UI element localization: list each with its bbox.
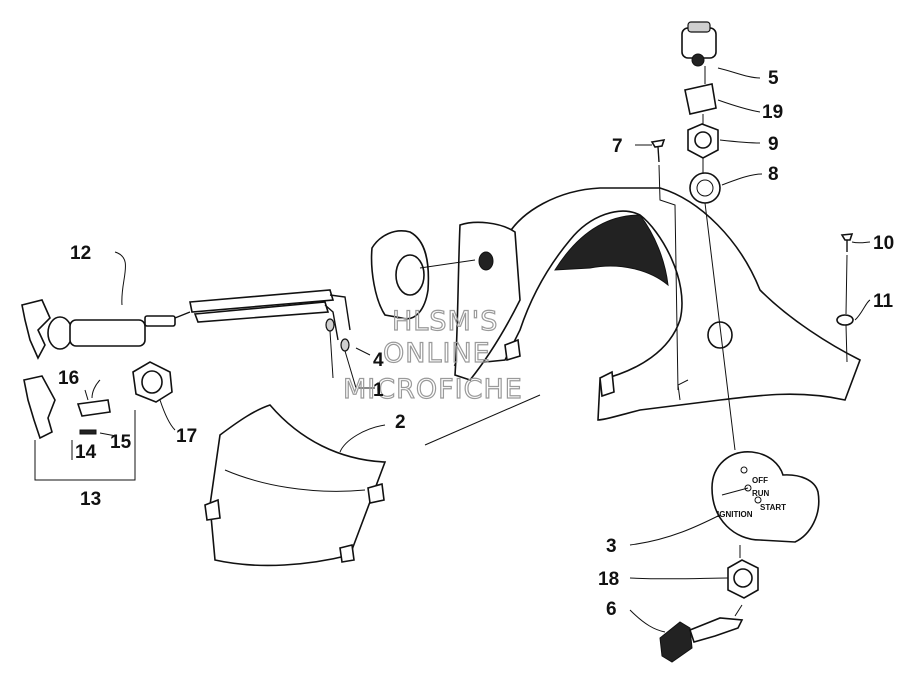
ignition-key	[659, 604, 744, 663]
callout-19: 19	[762, 102, 783, 123]
screw-7	[650, 138, 679, 391]
callout-6: 6	[606, 599, 617, 620]
ignition-seal-plate	[370, 230, 476, 320]
callout-17: 17	[176, 426, 197, 447]
callout-2: 2	[395, 412, 406, 433]
callout-labels: 5 19 9 8 7 10 11 12 4 1 2 16 17 15 14 13…	[58, 68, 894, 620]
lower-cover	[204, 404, 387, 567]
callout-5: 5	[768, 68, 779, 89]
leader-lines	[91, 67, 871, 633]
callout-12: 12	[70, 243, 91, 264]
ignition-switch-stack	[681, 21, 736, 451]
plate-run-label: RUN	[752, 489, 770, 498]
screw-10-washer-11	[836, 233, 854, 363]
throttle-switch-assembly	[21, 289, 357, 389]
plate-ignition-label: IGNITION	[717, 510, 753, 519]
nut-18	[727, 545, 759, 599]
watermark-line2: ONLINE	[383, 338, 491, 369]
ignition-plate: OFF RUN START IGNITION	[711, 451, 820, 543]
throttle-lever-kit	[23, 375, 136, 481]
plate-off-label: OFF	[752, 476, 768, 485]
callout-15: 15	[110, 432, 132, 453]
watermark-line3: MICROFICHE	[343, 374, 523, 405]
callout-1: 1	[373, 380, 384, 401]
callout-16: 16	[58, 368, 79, 389]
callout-8: 8	[768, 164, 779, 185]
console-housing	[453, 187, 862, 421]
watermark-line1: HLSM'S	[392, 306, 498, 337]
callout-10: 10	[873, 233, 894, 254]
callout-3: 3	[606, 536, 617, 557]
plate-start-label: START	[760, 503, 786, 512]
callout-14: 14	[75, 442, 97, 463]
callout-13: 13	[80, 489, 101, 510]
callout-7: 7	[612, 136, 623, 157]
callout-18: 18	[598, 569, 619, 590]
callout-11: 11	[873, 291, 894, 312]
callout-9: 9	[768, 134, 779, 155]
callout-4: 4	[373, 350, 384, 371]
watermark: HLSM'S ONLINE MICROFICHE	[342, 305, 523, 405]
nut-17	[132, 361, 173, 403]
